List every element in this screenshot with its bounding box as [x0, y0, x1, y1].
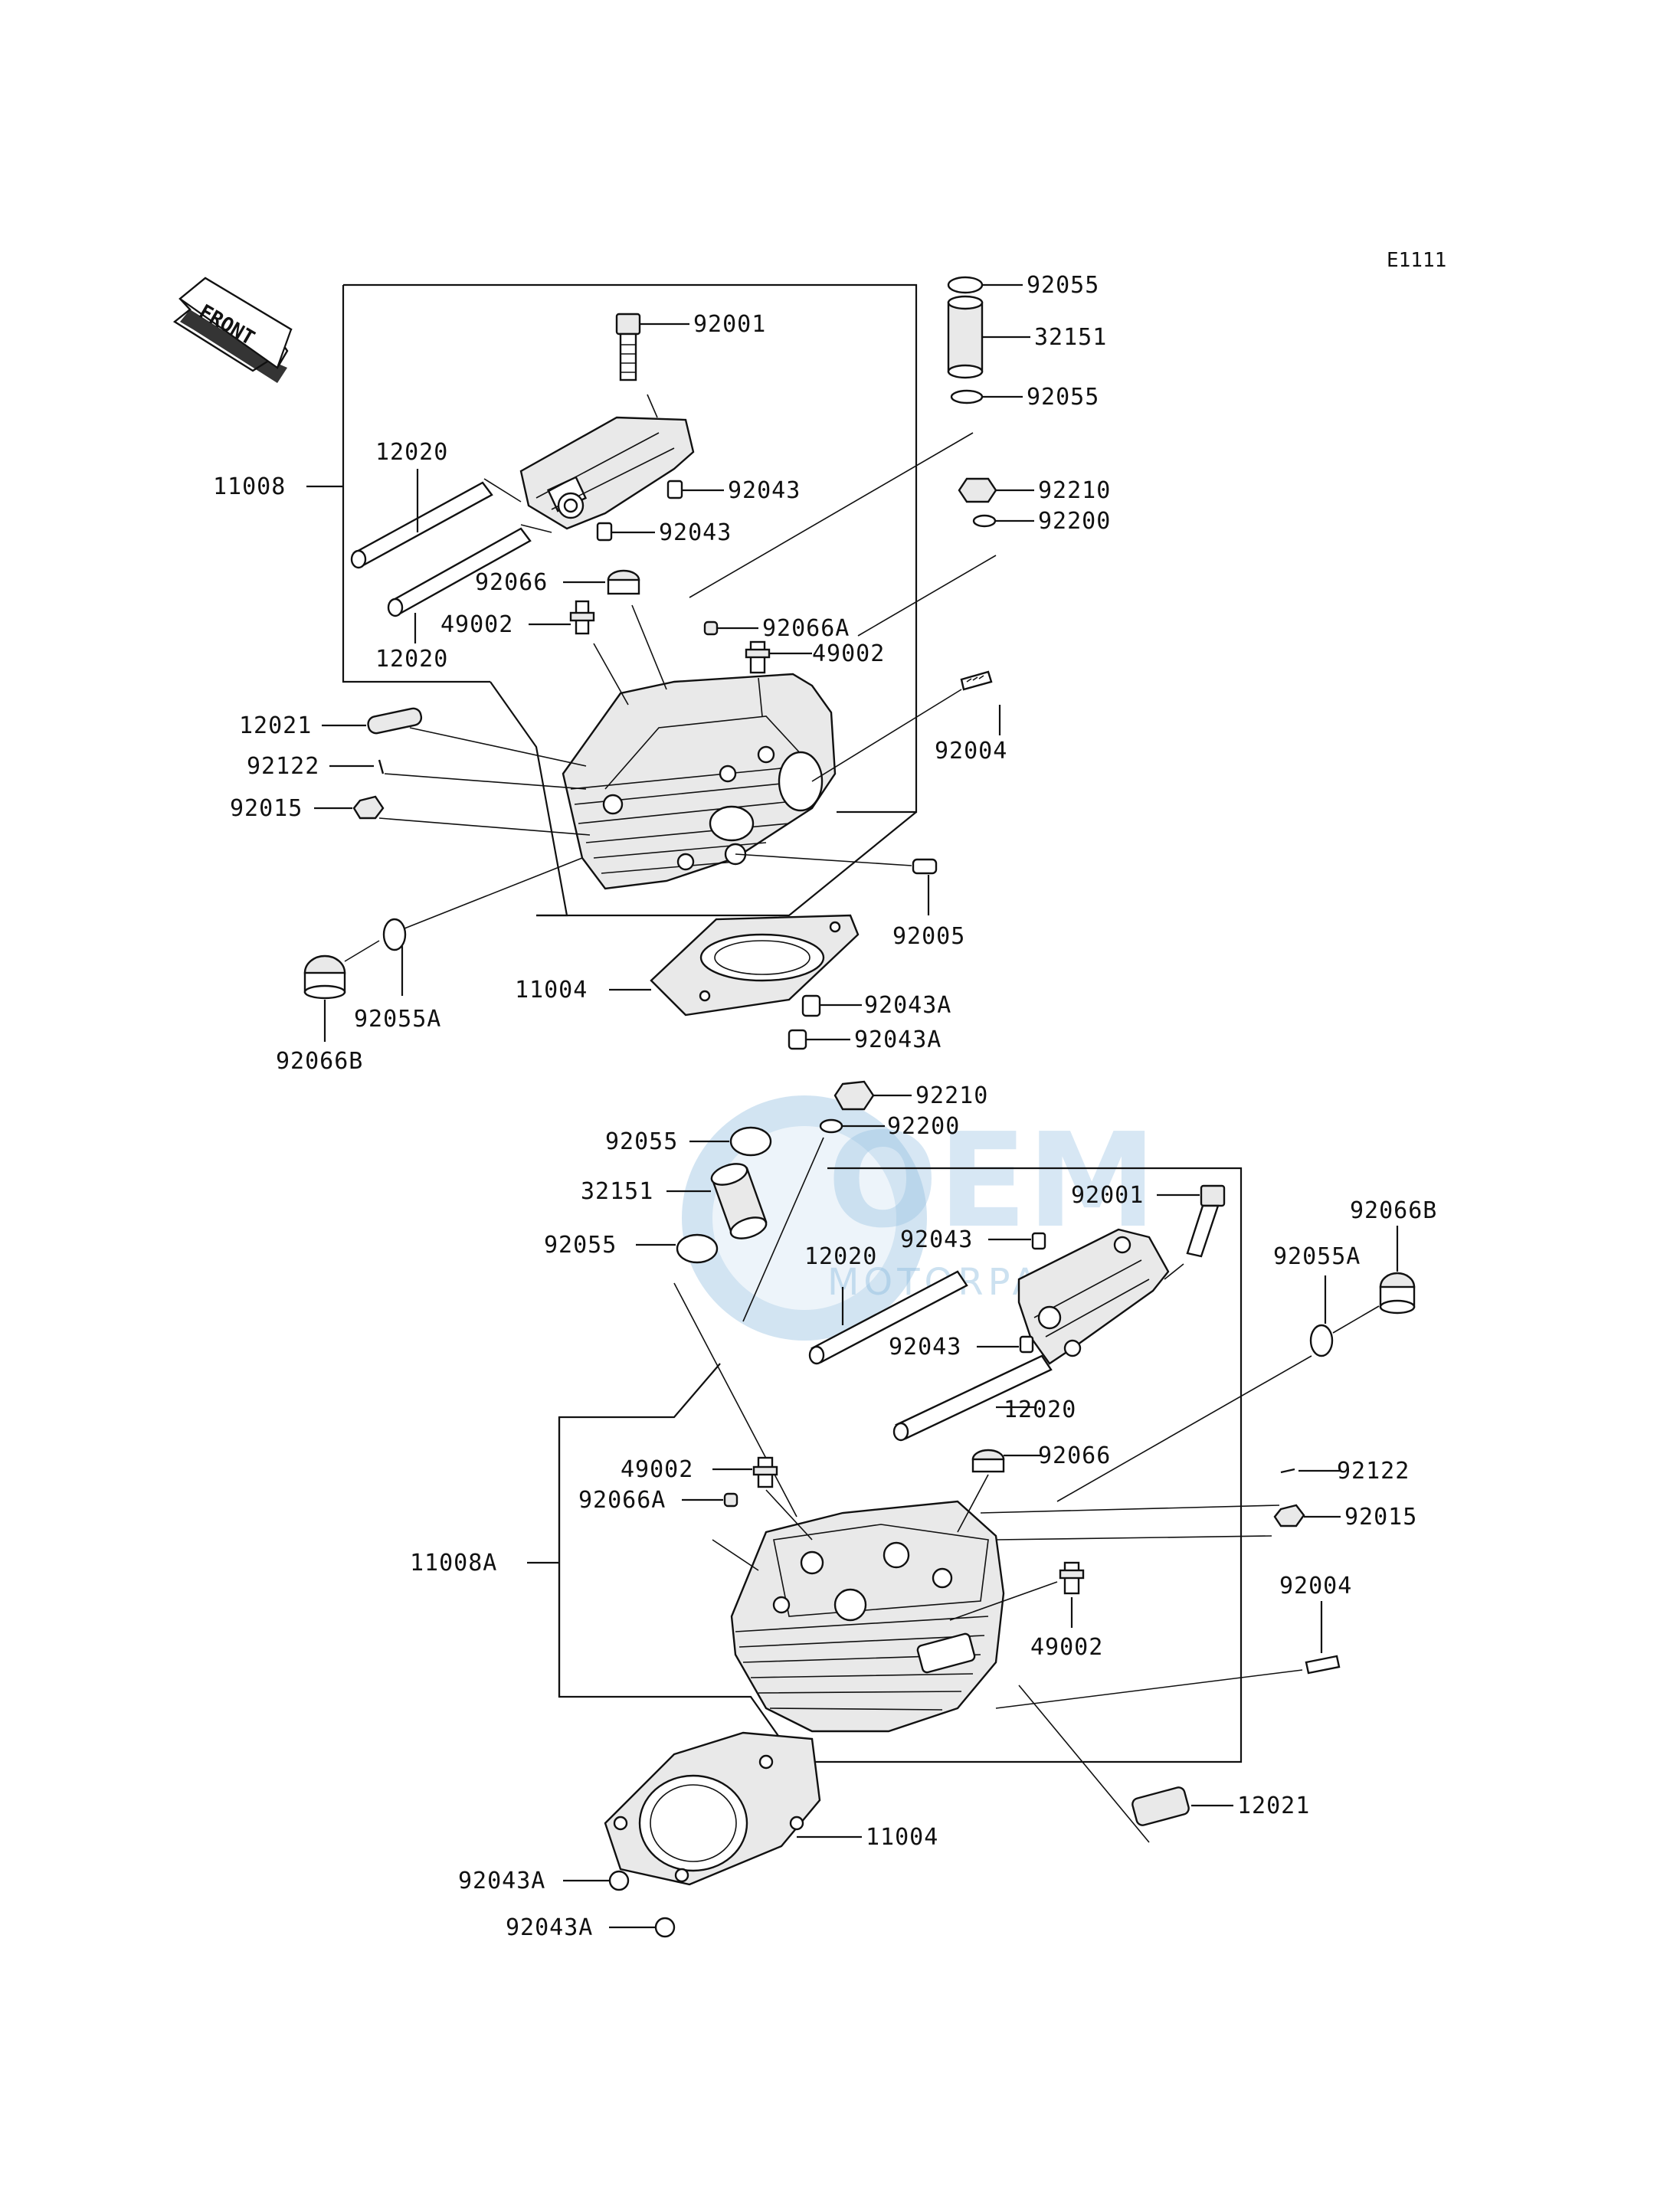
label-92043-b: 92043 — [659, 519, 732, 546]
label-12021-front: 12021 — [1237, 1793, 1310, 1819]
label-49002-b: 49002 — [812, 640, 885, 667]
label-11004-rear: 11004 — [515, 977, 588, 1004]
label-11008: 11008 — [213, 473, 286, 500]
label-12021: 12021 — [239, 712, 312, 739]
label-92043A-front-b: 92043A — [506, 1914, 593, 1941]
label-92055-front-a: 92055 — [605, 1128, 678, 1155]
label-92015: 92015 — [230, 795, 303, 822]
label-92043A-b: 92043A — [854, 1026, 942, 1053]
label-92055-top: 92055 — [1027, 272, 1099, 299]
label-92043A-a: 92043A — [864, 992, 951, 1019]
label-92200-front: 92200 — [887, 1113, 960, 1140]
label-92210-front: 92210 — [915, 1082, 988, 1109]
label-12020-front-b: 12020 — [1004, 1396, 1076, 1423]
watermark-brand: OEM — [827, 1105, 1157, 1257]
label-92066A: 92066A — [762, 615, 850, 642]
front-arrow-icon: FRONT — [172, 277, 293, 383]
label-11008A: 11008A — [410, 1550, 497, 1577]
label-12020-a: 12020 — [375, 439, 448, 466]
label-92200: 92200 — [1038, 508, 1111, 535]
label-92015-front: 92015 — [1344, 1504, 1417, 1531]
label-92001: 92001 — [693, 311, 766, 338]
rear-head-assembly: 11008 92001 — [213, 272, 1111, 1075]
label-92122: 92122 — [247, 753, 319, 780]
label-92055-front-b: 92055 — [544, 1232, 617, 1259]
label-32151: 32151 — [1034, 324, 1107, 351]
label-92122-front: 92122 — [1337, 1458, 1410, 1485]
label-49002-a: 49002 — [440, 611, 513, 638]
label-92066-front: 92066 — [1038, 1442, 1111, 1469]
front-head-assembly: 11008A 92210 92200 92055 32151 92055 920… — [410, 1080, 1437, 1941]
label-92043A-front-a: 92043A — [458, 1868, 545, 1894]
label-92066B-front: 92066B — [1350, 1197, 1437, 1224]
label-92043-front-a: 92043 — [900, 1226, 973, 1253]
label-92055-mid: 92055 — [1027, 384, 1099, 411]
label-92043-a: 92043 — [728, 477, 801, 504]
label-92066: 92066 — [475, 569, 548, 596]
label-12020-front-a: 12020 — [804, 1243, 877, 1270]
label-92055A: 92055A — [354, 1006, 441, 1033]
label-92004-front: 92004 — [1279, 1573, 1352, 1599]
label-49002-front-b: 49002 — [1030, 1634, 1103, 1661]
label-92055A-front: 92055A — [1273, 1243, 1361, 1270]
label-32151-front: 32151 — [581, 1178, 653, 1205]
label-92005: 92005 — [892, 923, 965, 950]
label-92004: 92004 — [935, 738, 1007, 765]
label-49002-front-a: 49002 — [621, 1456, 693, 1483]
label-92210: 92210 — [1038, 477, 1111, 504]
oem-watermark: OEM MOTORPARTS — [682, 1095, 1157, 1341]
label-92066A-front: 92066A — [578, 1487, 666, 1514]
label-92066B: 92066B — [276, 1048, 363, 1075]
label-12020-b: 12020 — [375, 646, 448, 673]
label-92043-front-b: 92043 — [889, 1334, 961, 1360]
diagram-code: E1111 — [1387, 249, 1446, 272]
label-11004-front: 11004 — [866, 1824, 938, 1851]
label-92001-front: 92001 — [1071, 1182, 1144, 1209]
